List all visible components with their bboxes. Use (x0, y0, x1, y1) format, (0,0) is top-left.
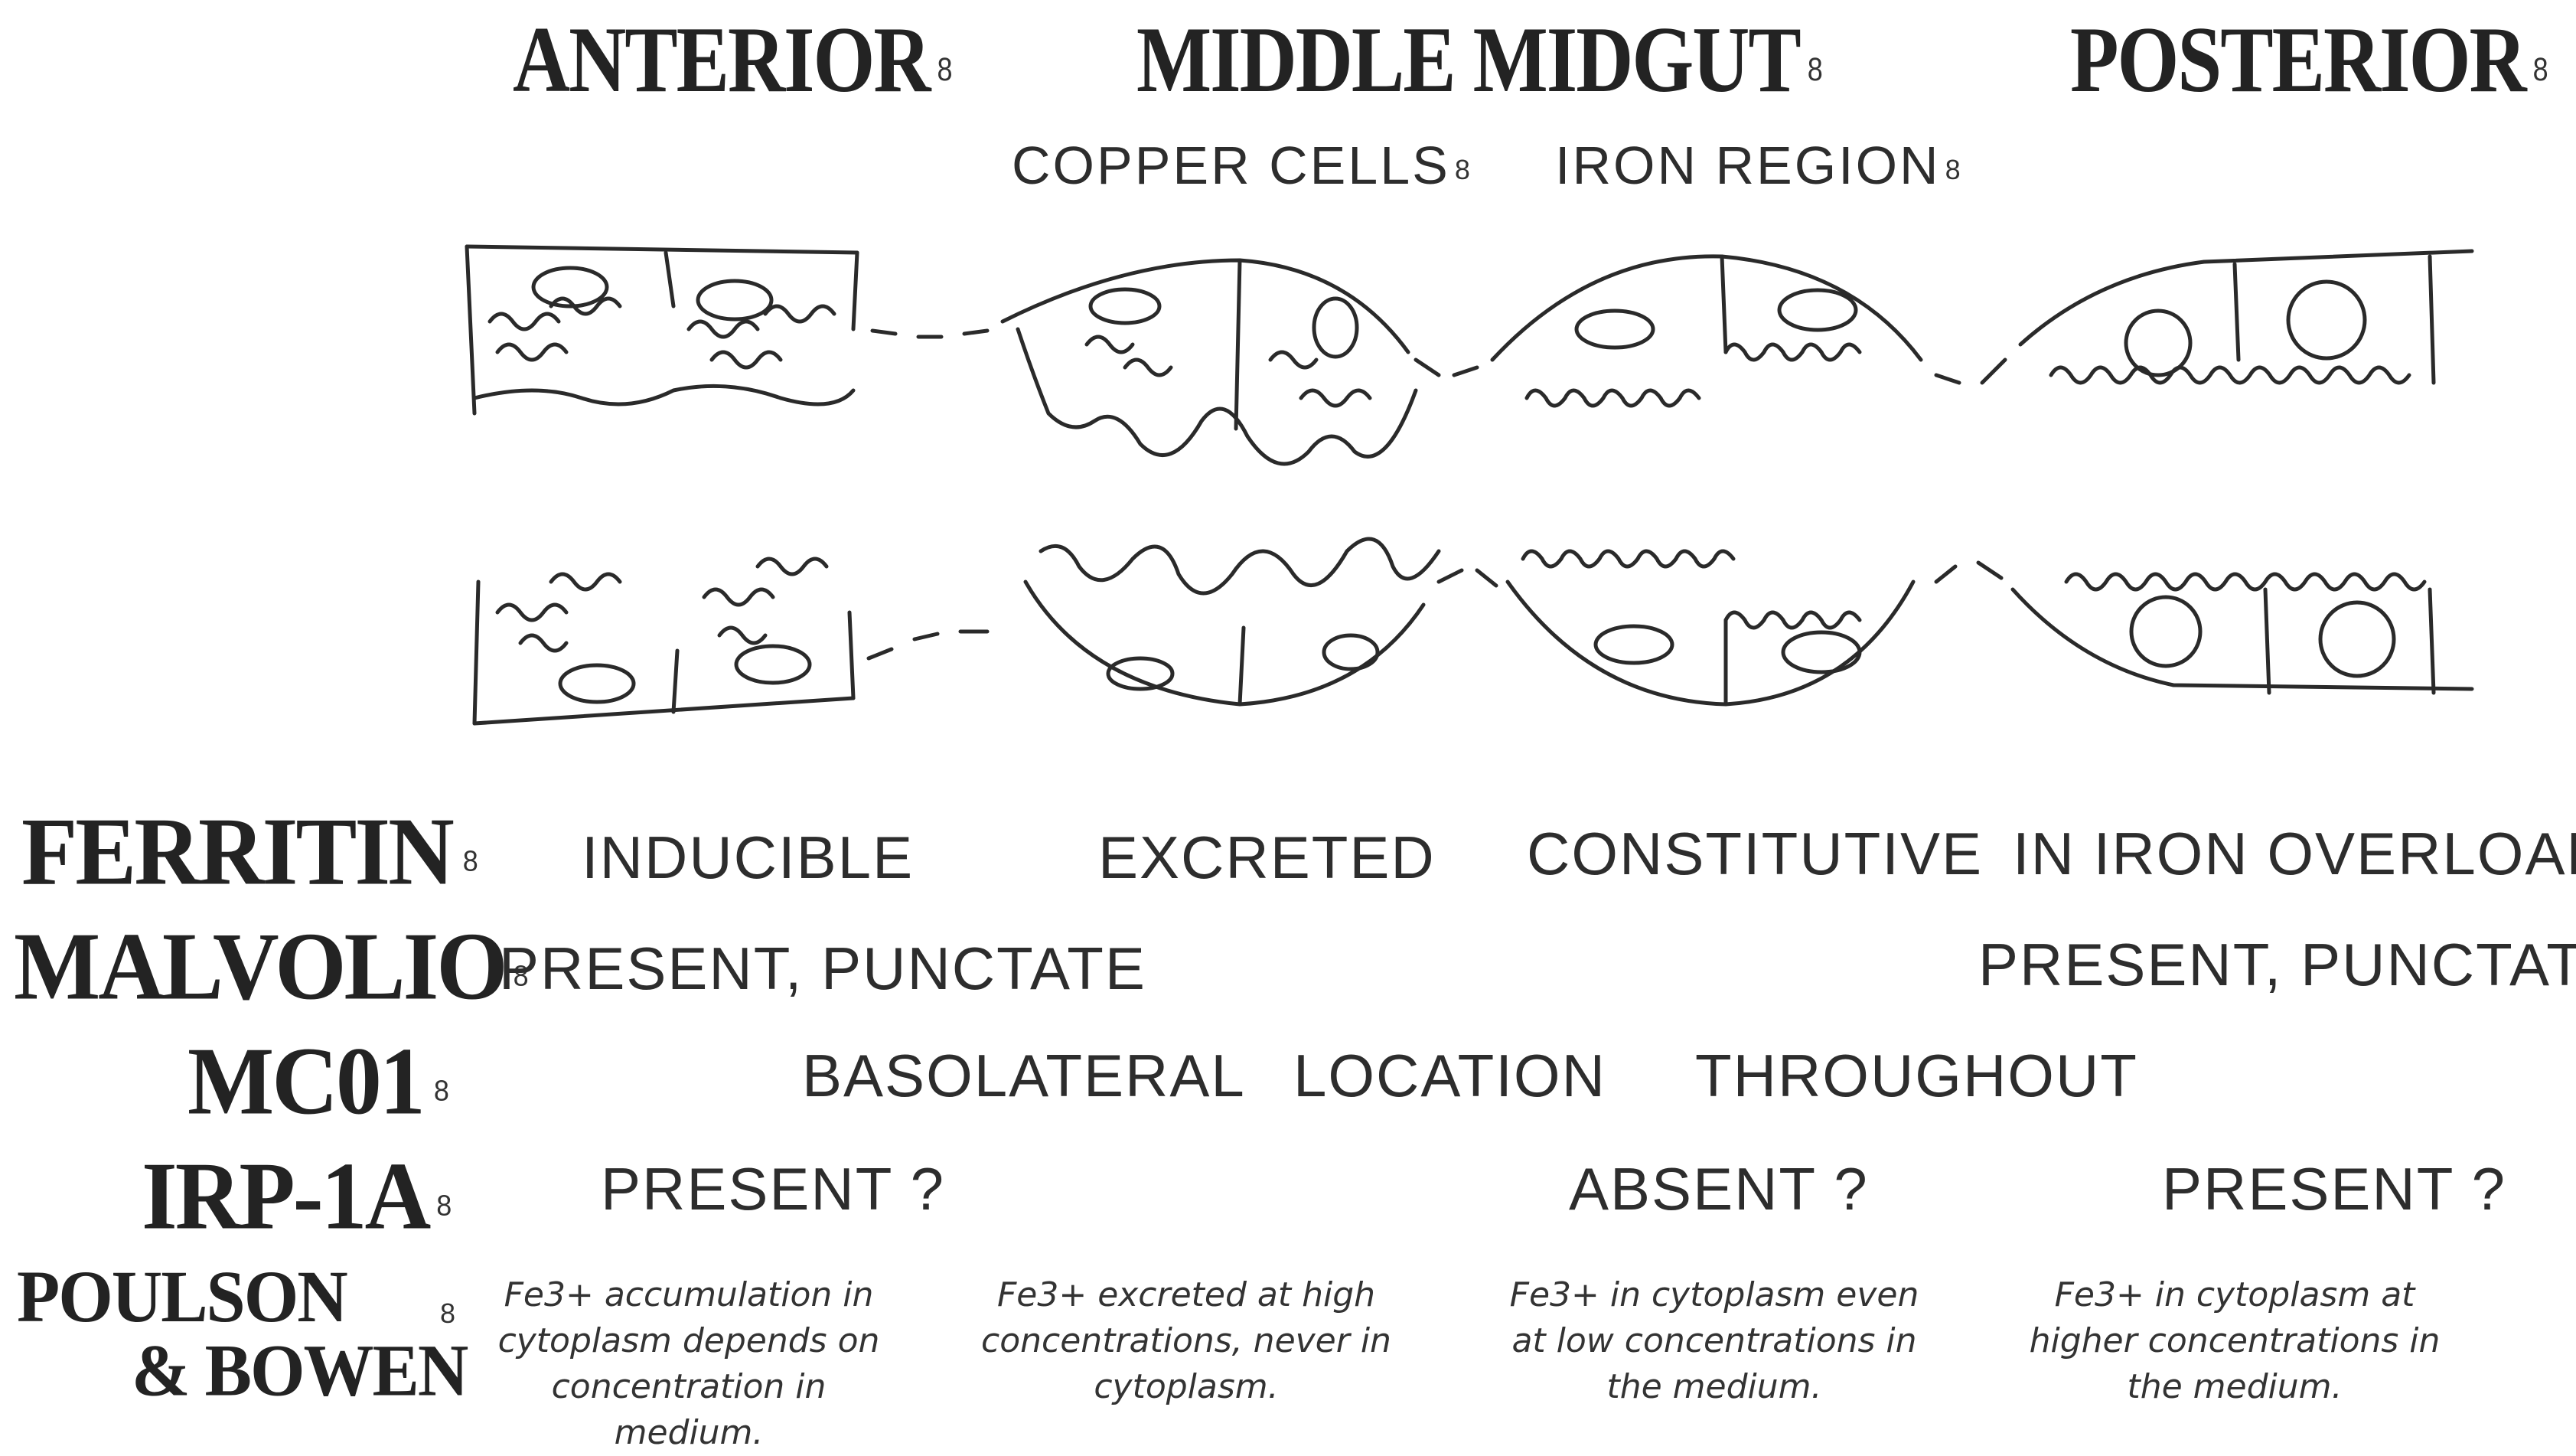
poulson-posterior-note: Fe3+ in cytoplasm at higher concentratio… (2029, 1275, 2441, 1406)
colon-mark: 8 (937, 50, 953, 88)
ferritin-anterior: INDUCIBLE (582, 824, 915, 891)
colon-mark: 8 (2532, 50, 2548, 88)
ferritin-posterior: IN IRON OVERLOAD (2013, 820, 2576, 887)
midgut-epithelium-diagram (465, 244, 2474, 726)
bottom-epithelium-row (472, 537, 2474, 726)
colon-mark: 8 (1807, 50, 1823, 88)
row-label-poulson-bowen: POULSON & BOWEN (17, 1255, 468, 1412)
irp-posterior: PRESENT ? (2162, 1155, 2507, 1223)
poulson-iron-note: Fe3+ in cytoplasm even at low concentrat… (1509, 1275, 1919, 1406)
irp-iron: ABSENT ? (1569, 1155, 1869, 1223)
mco1-text-basolateral: BASOLATERAL (802, 1042, 1246, 1109)
irp-anterior: PRESENT ? (601, 1155, 946, 1223)
ferritin-iron: CONSTITUTIVE (1527, 820, 1984, 887)
malvolio-posterior: PRESENT, PUNCTATE (1978, 931, 2576, 998)
mco1-text-throughout: THROUGHOUT (1695, 1042, 2138, 1109)
poulson-anterior-note: Fe3+ accumulation in cytoplasm depends o… (497, 1275, 880, 1452)
colon-mark: 8 (440, 1298, 456, 1329)
mco1-text-location: LOCATION (1293, 1042, 1606, 1109)
top-epithelium-row (465, 244, 2474, 466)
malvolio-anterior: PRESENT, PUNCTATE (499, 935, 1146, 1002)
ferritin-copper: EXCRETED (1098, 824, 1436, 891)
poulson-copper-note: Fe3+ excreted at high concentrations, ne… (981, 1275, 1391, 1406)
